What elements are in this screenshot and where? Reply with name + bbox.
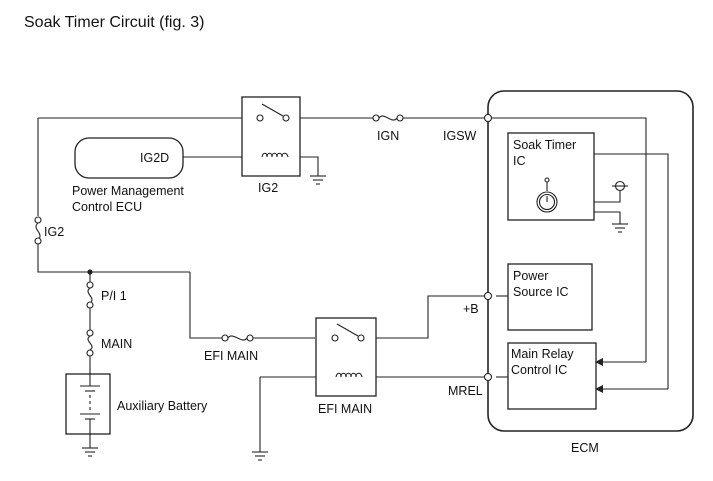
efi-main-relay-label: EFI MAIN: [318, 402, 372, 416]
auxiliary-battery: [65, 373, 111, 435]
ig2-relay-switch-icon: [256, 103, 290, 122]
ecm-pin-igsw-label: IGSW: [443, 129, 477, 143]
main-fuse-label: MAIN: [101, 337, 132, 351]
ig2-coil-ground-icon: [310, 175, 326, 185]
wiring: [37, 117, 669, 452]
soak-timer-ic-label-line2: IC: [513, 154, 526, 168]
efi-main-fuse: [221, 334, 254, 342]
pi1-fuse: [86, 281, 94, 309]
ecm-pin-plus-b-label: +B: [463, 302, 479, 316]
ign-fuse: [372, 114, 404, 122]
efi-main-relay-box: [315, 317, 377, 397]
ig2-relay-coil-icon: [261, 152, 289, 158]
ig2-fuse-label: IG2: [44, 225, 64, 239]
ig2-relay-box: [241, 96, 301, 177]
main-relay-control-ic-box: [507, 342, 597, 410]
efi-coil-ground-icon: [252, 451, 268, 461]
stopwatch-icon: [536, 177, 558, 213]
ecm-pin-igsw-terminal: [483, 113, 493, 123]
power-source-ic-box: [507, 263, 593, 331]
ecu-label-line1: Power Management: [72, 184, 184, 198]
power-management-ecu-box: [74, 137, 184, 179]
ecm-pin-mrel-terminal: [483, 372, 493, 382]
ign-fuse-label: IGN: [377, 129, 399, 143]
ecm-label: ECM: [571, 441, 599, 455]
power-source-ic-label-line1: Power: [513, 269, 548, 283]
ig2-fuse: [34, 216, 42, 245]
main-relay-ic-label-line2: Control IC: [511, 363, 567, 377]
soak-timer-ic-label-line1: Soak Timer: [513, 138, 576, 152]
battery-ground-icon: [82, 447, 98, 457]
pi1-fuse-label: P/I 1: [101, 289, 127, 303]
power-supply-icon: [612, 180, 628, 192]
ecu-label-line2: Control ECU: [72, 200, 142, 214]
soak-timer-ground-icon: [612, 223, 628, 233]
efi-main-relay-switch-icon: [331, 323, 365, 342]
main-fuse: [86, 329, 94, 357]
ecu-pin-ig2d: IG2D: [140, 151, 169, 165]
main-relay-ic-label-line1: Main Relay: [511, 347, 574, 361]
soak-timer-ic-box: [507, 132, 595, 221]
power-source-ic-label-line2: Source IC: [513, 285, 569, 299]
diagram-title: Soak Timer Circuit (fig. 3): [24, 14, 204, 31]
ecm-pin-mrel-label: MREL: [448, 384, 483, 398]
battery-label: Auxiliary Battery: [117, 399, 208, 413]
efi-main-fuse-label: EFI MAIN: [204, 349, 258, 363]
ecm-pin-plus-b-terminal: [483, 291, 493, 301]
ig2-relay-label: IG2: [258, 181, 278, 195]
efi-main-relay-coil-icon: [335, 372, 363, 378]
ecm-box: [487, 90, 694, 432]
junction-dot: [87, 269, 93, 275]
